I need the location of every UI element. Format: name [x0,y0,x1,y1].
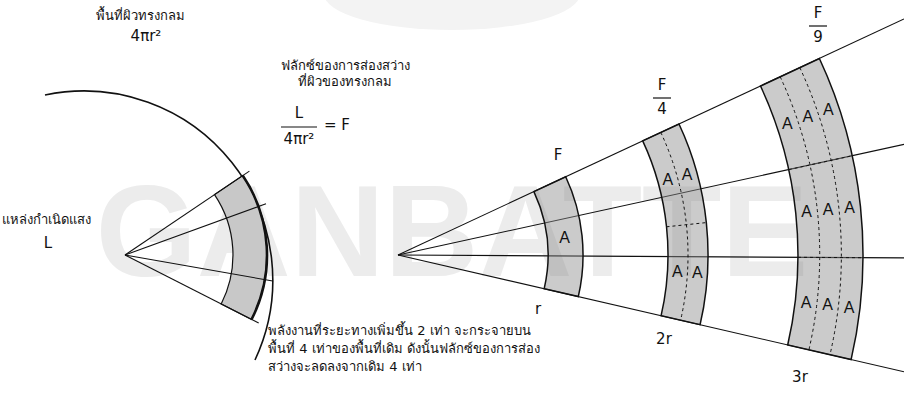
division-line [667,223,707,227]
source-symbol: L [44,234,52,253]
area-unit-label: A [801,295,812,311]
source-label: แหล่งกำเนิดแสง [2,212,91,228]
formula-result: = F [324,116,350,135]
area-unit-label: A [663,172,674,188]
formula-numerator: L [295,104,303,123]
area-patch: AAAA [638,119,712,329]
distance-label: 2r [656,330,672,349]
area-unit-label: A [682,167,693,183]
area-unit-label: A [823,202,834,218]
area-patch: A [529,172,587,301]
distance-label: r [535,300,541,319]
area-unit-label: A [844,300,855,316]
area-unit-label: A [672,264,683,280]
area-unit-label: A [782,116,793,132]
explanation-note: พลังงานที่ระยะทางเพิ่มขึ้น 2 เท่า จะกระจ… [268,322,540,377]
division-line [798,257,863,258]
area-unit-label: A [844,200,855,216]
flux-denominator: 4 [657,100,667,119]
flux-numerator: F [658,76,667,95]
area-unit-label: A [559,230,570,246]
patch-outline [529,172,587,301]
flux-numerator: F [814,4,823,23]
division-line [789,156,853,170]
sphere-area-title: พื้นที่ผิวทรงกลม [96,8,185,24]
area-formula: 4πr² [131,27,162,46]
division-line [800,68,842,355]
area-unit-label: A [802,109,813,125]
flux-denominator: 9 [813,28,823,47]
area-unit-label: A [822,297,833,313]
fraction-bar [653,97,671,98]
fraction-bar [281,126,317,127]
flux-title: ฟลักซ์ของการส่องสว่าง ที่ผิวของทรงกลม [275,58,416,91]
formula-denominator: 4πr² [284,130,315,149]
area-patch: AAAAAAAAA [756,54,867,364]
area-unit-label: A [692,265,703,281]
area-unit-label: A [823,102,834,118]
flux-value: F [554,146,563,165]
patch-outline [638,119,712,329]
fraction-bar [809,25,827,26]
watermark-shape [324,0,580,30]
distance-label: 3r [792,368,808,387]
area-unit-label: A [801,204,812,220]
